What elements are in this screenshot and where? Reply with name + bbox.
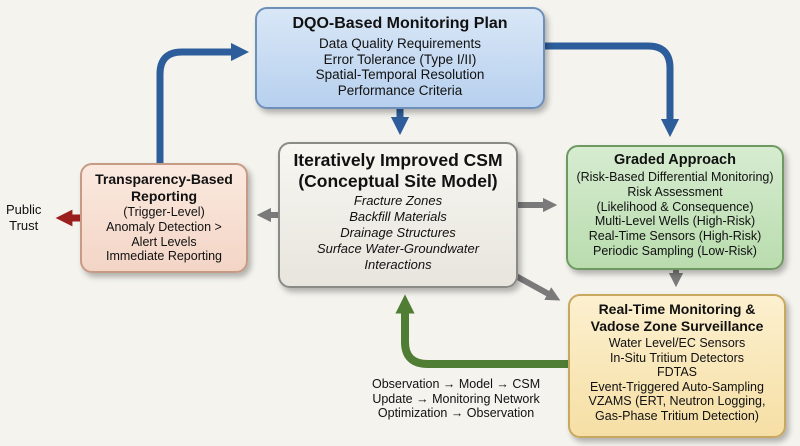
csm-line: Drainage Structures — [340, 225, 456, 240]
reporting-line: Anomaly Detection > — [106, 219, 222, 234]
arrow-realtime-to-csm-feedback — [395, 294, 568, 368]
reporting-line: (Trigger-Level) — [123, 205, 205, 220]
feedback-loop-line: Optimization → Observation — [377, 406, 535, 420]
csm-line: Fracture Zones — [353, 193, 443, 209]
reporting-title-line: Transparency-Based — [95, 171, 233, 187]
csm-line: Interactions — [364, 256, 432, 272]
realtime-title-line: Vadose Zone Surveillance — [590, 318, 764, 335]
dqo-monitoring-plan-box: DQO-Based Monitoring Plan Data Quality R… — [255, 7, 545, 109]
reporting-line: Alert Levels — [131, 234, 197, 249]
csm-title: Iteratively Improved CSM (Conceptual Sit… — [293, 150, 502, 191]
dqo-title: DQO-Based Monitoring Plan — [292, 15, 508, 32]
dqo-line: Error Tolerance (Type I/II) — [323, 51, 477, 67]
graded-approach-box: Graded Approach (Risk-Based Differential… — [566, 145, 784, 270]
public-trust-line: Trust — [9, 217, 39, 233]
graded-line: Real-Time Sensors (High-Risk) — [588, 229, 762, 244]
feedback-loop-line: Update → Monitoring Network — [372, 391, 540, 406]
realtime-title-line: Real-Time Monitoring & — [598, 301, 756, 317]
arrow-reporting-to-dqo — [156, 42, 250, 163]
feedback-loop-label: Observation → Model → CSM Update → Monit… — [372, 377, 540, 421]
arrow-dqo-to-graded — [545, 42, 680, 138]
graded-line: (Risk-Based Differential Monitoring) — [576, 170, 774, 185]
graded-title: Graded Approach — [614, 152, 736, 168]
realtime-line: Gas-Phase Tritium Detection) — [595, 408, 759, 423]
csm-line: Surface Water-Groundwater — [316, 240, 480, 256]
realtime-line: Water Level/EC Sensors — [608, 336, 746, 351]
csm-title-line: (Conceptual Site Model) — [298, 170, 498, 191]
csm-line: Backfill Materials — [349, 209, 447, 225]
dqo-line: Performance Criteria — [337, 82, 463, 98]
realtime-line: In-Situ Tritium Detectors — [609, 350, 745, 365]
feedback-loop-line: Observation → Model → CSM — [372, 377, 541, 391]
realtime-title: Real-Time Monitoring & Vadose Zone Surve… — [591, 301, 764, 335]
csm-title-line: Iteratively Improved CSM — [293, 150, 503, 170]
reporting-title-line: Reporting — [130, 187, 198, 204]
public-trust-label: Public Trust — [6, 202, 41, 233]
graded-line: (Likelihood & Consequence) — [596, 199, 754, 214]
csm-box: Iteratively Improved CSM (Conceptual Sit… — [278, 142, 518, 288]
dqo-line: Data Quality Requirements — [318, 35, 482, 51]
reporting-line: Immediate Reporting — [105, 249, 223, 264]
realtime-line: VZAMS (ERT, Neutron Logging, — [588, 394, 766, 409]
graded-line: Periodic Sampling (Low-Risk) — [593, 243, 757, 258]
reporting-title: Transparency-Based Reporting — [95, 171, 233, 204]
reporting-box: Transparency-Based Reporting (Trigger-Le… — [80, 163, 248, 273]
dqo-line: Spatial-Temporal Resolution — [315, 67, 485, 83]
realtime-monitoring-box: Real-Time Monitoring & Vadose Zone Surve… — [568, 294, 786, 438]
realtime-line: Event-Triggered Auto-Sampling — [590, 379, 764, 394]
public-trust-line: Public — [6, 202, 42, 217]
realtime-line: FDTAS — [656, 365, 698, 380]
graded-line: Multi-Level Wells (High-Risk) — [594, 214, 756, 229]
graded-line: Risk Assessment — [627, 184, 723, 199]
